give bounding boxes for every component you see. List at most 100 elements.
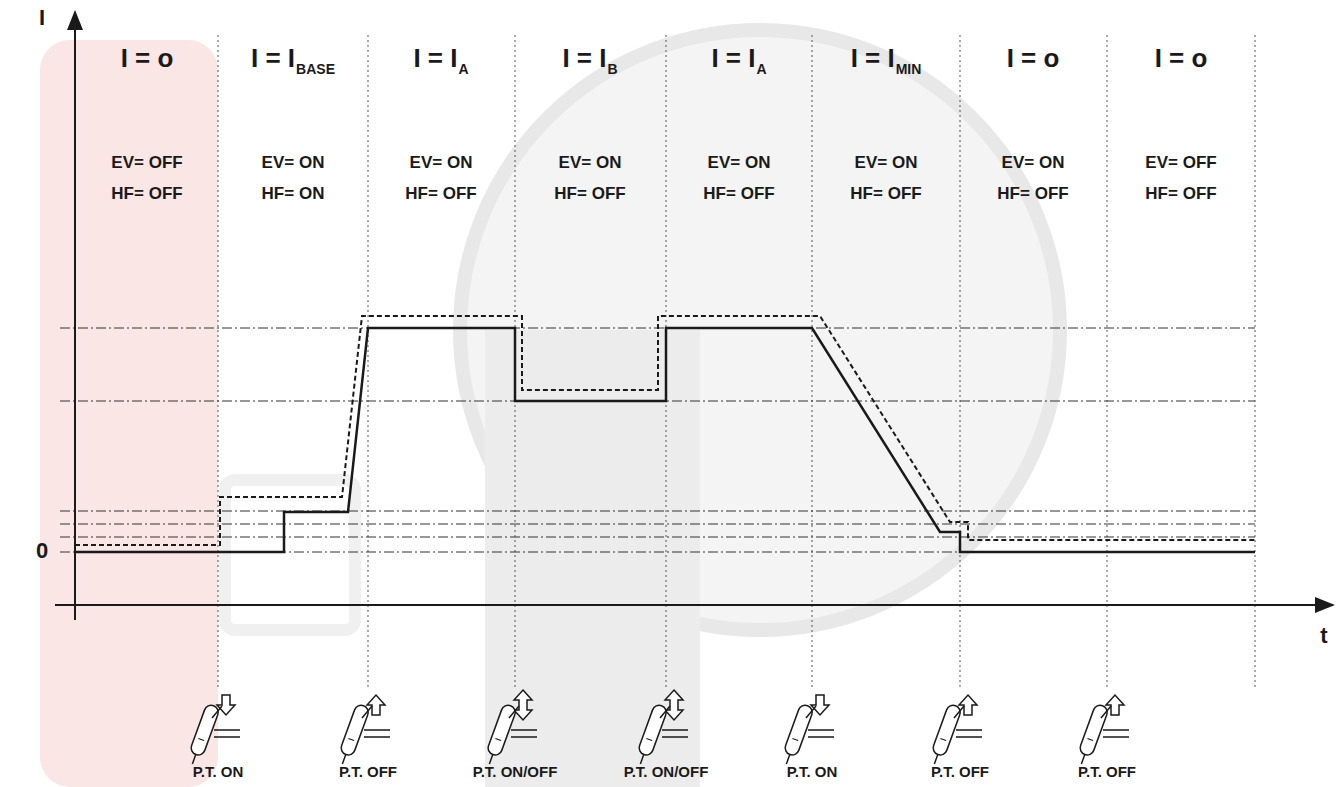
press-arrow: [1106, 695, 1124, 715]
torch-body: [186, 703, 220, 766]
watermark: [40, 30, 1060, 787]
label-group: t: [1320, 624, 1327, 648]
hf-state: HF= OFF: [111, 184, 182, 203]
label-group: HF= OFF: [405, 185, 476, 204]
valve-state: EV= ON: [262, 153, 325, 172]
trigger-state: P.T. OFF: [931, 763, 989, 780]
subscript: B: [607, 61, 617, 77]
current-level: I = I: [413, 43, 457, 73]
subscript: A: [458, 61, 468, 77]
label-group: EV= ON: [262, 154, 325, 173]
label-group: I = o: [1007, 44, 1060, 73]
label-group: I = IA: [413, 44, 468, 73]
current-level: I = o: [1007, 43, 1060, 73]
workpiece-lines: [806, 706, 834, 737]
axes: [55, 12, 1333, 620]
valve-state: EV= OFF: [1145, 153, 1216, 172]
label-group: HF= OFF: [111, 185, 182, 204]
press-arrow: [811, 695, 829, 715]
label-group: EV= ON: [559, 154, 622, 173]
label-group: P.T. OFF: [931, 764, 989, 781]
label-group: I = IB: [562, 44, 617, 73]
label-group: EV= OFF: [111, 154, 182, 173]
torch-body: [634, 703, 668, 766]
workpiece-lines: [362, 706, 390, 737]
hf-state: HF= OFF: [850, 184, 921, 203]
torch-body: [780, 703, 814, 766]
label-group: I = IBASE: [251, 44, 335, 73]
current-level: I = o: [121, 43, 174, 73]
subscript: BASE: [296, 61, 335, 77]
label-group: P.T. ON/OFF: [624, 764, 709, 781]
torch-icon: [336, 695, 390, 766]
torch-body: [928, 703, 962, 766]
torch-body: [336, 703, 370, 766]
valve-state: EV= ON: [1002, 153, 1065, 172]
label-group: I = IMIN: [851, 44, 922, 73]
label-group: P.T. ON: [193, 764, 244, 781]
workpiece-lines: [1101, 706, 1129, 737]
label-group: HF= OFF: [850, 185, 921, 204]
press-arrow: [367, 695, 385, 715]
axis-label: t: [1320, 623, 1327, 648]
label-group: HF= OFF: [554, 185, 625, 204]
hf-state: HF= OFF: [1145, 184, 1216, 203]
torch-body: [483, 703, 517, 766]
hf-state: HF= OFF: [554, 184, 625, 203]
label-group: EV= ON: [855, 154, 918, 173]
torch-icon: [780, 695, 834, 766]
current-level: I = o: [1155, 43, 1208, 73]
axis-label: 0: [36, 538, 48, 563]
torch-body: [1075, 703, 1109, 766]
label-group: I = o: [1155, 44, 1208, 73]
waveforms: [75, 316, 1255, 552]
subscript: MIN: [896, 61, 922, 77]
valve-state: EV= ON: [559, 153, 622, 172]
workpiece-lines: [660, 706, 688, 737]
valve-state: EV= ON: [410, 153, 473, 172]
valve-state: EV= ON: [708, 153, 771, 172]
current-level: I = I: [711, 43, 755, 73]
label-group: HF= OFF: [997, 185, 1068, 204]
trigger-state: P.T. OFF: [339, 763, 397, 780]
torch-icon: [634, 690, 688, 766]
subscript: A: [756, 61, 766, 77]
current-waveform: [75, 328, 1255, 552]
label-group: HF= OFF: [1145, 185, 1216, 204]
press-arrow: [217, 695, 235, 715]
label-group: I = o: [121, 44, 174, 73]
current-level: I = I: [562, 43, 606, 73]
time-axis: [55, 604, 1333, 606]
torch-icon: [928, 695, 982, 766]
column-dividers: [218, 35, 1255, 690]
trigger-state: P.T. ON: [787, 763, 838, 780]
level-lines: [60, 328, 1255, 552]
hf-state: HF= OFF: [703, 184, 774, 203]
hf-state: HF= ON: [262, 184, 325, 203]
trigger-state: P.T. ON: [193, 763, 244, 780]
label-group: EV= ON: [410, 154, 473, 173]
label-group: HF= ON: [262, 185, 325, 204]
trigger-state: P.T. ON/OFF: [473, 763, 558, 780]
hf-state: HF= OFF: [997, 184, 1068, 203]
label-group: HF= OFF: [703, 185, 774, 204]
label-group: 0: [36, 539, 48, 563]
workpiece-lines: [954, 706, 982, 737]
torch-icons: [186, 690, 1129, 766]
press-arrow: [514, 690, 532, 720]
label-group: EV= ON: [1002, 154, 1065, 173]
hf-state: HF= OFF: [405, 184, 476, 203]
trigger-state: P.T. OFF: [1078, 763, 1136, 780]
label-group: I = IA: [711, 44, 766, 73]
current-axis: [74, 12, 76, 620]
label-group: P.T. OFF: [1078, 764, 1136, 781]
trigger-state: P.T. ON/OFF: [624, 763, 709, 780]
watermark-red-panel: [40, 40, 218, 787]
valve-state: EV= ON: [855, 153, 918, 172]
label-group: P.T. OFF: [339, 764, 397, 781]
watermark-frame: [225, 480, 355, 630]
press-arrow: [959, 695, 977, 715]
